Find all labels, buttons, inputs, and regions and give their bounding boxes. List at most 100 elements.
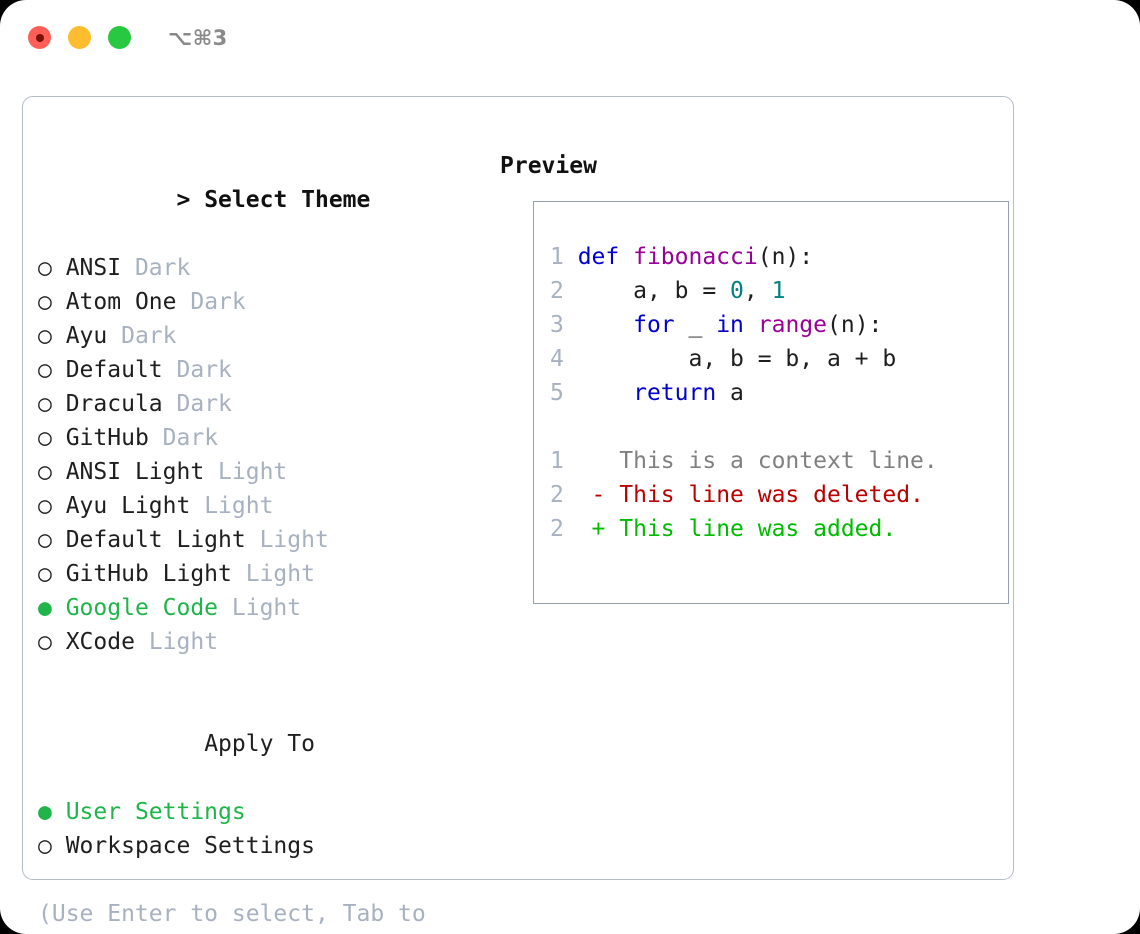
diff-text: This line was added. <box>619 516 897 542</box>
line-number: 3 <box>550 312 564 338</box>
diff-line-add: 2 + This line was added. <box>550 512 938 546</box>
radio-unselected-icon: ○ <box>38 255 52 281</box>
theme-name: GitHub <box>65 425 149 451</box>
radio-unselected-icon: ○ <box>38 391 52 417</box>
code-token: 1 <box>771 278 786 304</box>
theme-option-dracula[interactable]: ○ Dracula Dark <box>38 387 498 421</box>
theme-variant-tag: Light <box>148 629 219 655</box>
apply-to-label: Workspace Settings <box>65 833 315 859</box>
code-token: a, b = <box>577 278 731 304</box>
theme-option-ansi-light[interactable]: ○ ANSI Light Light <box>38 455 498 489</box>
radio-unselected-icon: ○ <box>38 561 52 587</box>
theme-name: ANSI <box>65 255 122 281</box>
radio-selected-icon: ● <box>38 595 52 621</box>
keyboard-shortcut-label: ⌥⌘3 <box>168 26 228 50</box>
radio-unselected-icon: ○ <box>38 357 52 383</box>
radio-unselected-icon: ○ <box>38 459 52 485</box>
focus-caret-icon: > <box>176 187 191 213</box>
theme-variant-tag: Dark <box>176 357 232 383</box>
code-token: (n): <box>757 244 814 270</box>
theme-option-xcode[interactable]: ○ XCode Light <box>38 625 498 659</box>
theme-option-default[interactable]: ○ Default Dark <box>38 353 498 387</box>
code-token: for <box>633 312 675 338</box>
theme-variant-tag: Dark <box>121 323 177 349</box>
theme-option-default-light[interactable]: ○ Default Light Light <box>38 523 498 557</box>
line-number: 2 <box>550 516 564 542</box>
theme-variant-tag: Dark <box>176 391 232 417</box>
line-number: 2 <box>550 482 564 508</box>
code-token: in <box>716 312 744 338</box>
theme-option-github[interactable]: ○ GitHub Dark <box>38 421 498 455</box>
theme-option-atom-one[interactable]: ○ Atom One Dark <box>38 285 498 319</box>
theme-variant-tag: Light <box>245 561 315 587</box>
code-line: 4 a, b = b, a + b <box>550 342 938 376</box>
diff-text: This is a context line. <box>619 448 938 474</box>
traffic-light-controls <box>28 26 131 49</box>
theme-name: ANSI Light <box>65 459 205 485</box>
theme-variant-tag: Dark <box>190 289 246 315</box>
theme-option-list[interactable]: ○ ANSI Dark○ Atom One Dark○ Ayu Dark○ De… <box>38 251 498 659</box>
apply-to-option-user-settings[interactable]: ● User Settings <box>38 795 498 829</box>
code-token: , <box>743 278 772 304</box>
preview-divider-gap <box>550 410 938 444</box>
diff-marker <box>592 448 606 474</box>
theme-name: Atom One <box>65 289 177 315</box>
diff-line-ctx: 1 This is a context line. <box>550 444 938 478</box>
apply-to-option-list[interactable]: ● User Settings○ Workspace Settings <box>38 795 498 863</box>
code-token <box>578 380 633 406</box>
code-line: 5 return a <box>550 376 938 410</box>
diff-marker: + <box>591 516 606 542</box>
maximize-window-button[interactable] <box>108 26 131 49</box>
radio-unselected-icon: ○ <box>38 425 52 451</box>
code-token: (n): <box>827 312 883 338</box>
line-number: 2 <box>550 278 564 304</box>
theme-name: Google Code <box>65 595 219 621</box>
code-token: range <box>757 312 827 338</box>
line-number: 1 <box>550 244 564 270</box>
theme-name: Ayu Light <box>65 493 191 519</box>
section-spacer <box>38 659 498 693</box>
radio-unselected-icon: ○ <box>38 527 52 553</box>
theme-option-ayu-light[interactable]: ○ Ayu Light Light <box>38 489 498 523</box>
radio-unselected-icon: ○ <box>38 323 52 349</box>
theme-option-ansi[interactable]: ○ ANSI Dark <box>38 251 498 285</box>
preview-heading: Preview <box>500 153 597 179</box>
code-token <box>578 312 633 338</box>
select-theme-title: Select Theme <box>204 187 371 213</box>
keyboard-hint-text: (Use Enter to select, Tab to change focu… <box>38 901 426 927</box>
code-line: 1 def fibonacci(n): <box>550 240 938 274</box>
close-window-button[interactable] <box>28 26 51 49</box>
content-panel: > Select Theme ○ ANSI Dark○ Atom One Dar… <box>22 96 1014 927</box>
theme-variant-tag: Light <box>259 527 329 553</box>
two-column-layout: > Select Theme ○ ANSI Dark○ Atom One Dar… <box>23 97 1013 927</box>
line-number: 1 <box>550 448 564 474</box>
diff-marker: - <box>591 482 606 508</box>
theme-option-google-code[interactable]: ● Google Code Light <box>38 591 498 625</box>
line-number: 5 <box>550 380 564 406</box>
theme-option-ayu[interactable]: ○ Ayu Dark <box>38 319 498 353</box>
theme-variant-tag: Light <box>231 595 302 621</box>
select-theme-heading: > Select Theme <box>38 149 498 251</box>
code-token: a, b = b, a + b <box>577 346 897 372</box>
line-number: 4 <box>550 346 564 372</box>
apply-to-heading: Apply To <box>38 693 498 795</box>
code-token <box>744 312 758 338</box>
theme-name: GitHub Light <box>65 561 232 587</box>
apply-to-option-workspace-settings[interactable]: ○ Workspace Settings <box>38 829 498 863</box>
theme-name: Dracula <box>65 391 163 417</box>
theme-variant-tag: Light <box>204 493 274 519</box>
radio-unselected-icon: ○ <box>38 289 52 315</box>
preview-column: Preview 1 def fibonacci(n):2 a, b = 0, 1… <box>500 149 1009 604</box>
minimize-window-button[interactable] <box>68 26 91 49</box>
theme-name: XCode <box>65 629 135 655</box>
radio-selected-icon: ● <box>38 799 52 825</box>
theme-option-github-light[interactable]: ○ GitHub Light Light <box>38 557 498 591</box>
theme-name: Default <box>65 357 163 383</box>
code-token: a <box>716 380 744 406</box>
theme-name: Ayu <box>65 323 108 349</box>
theme-variant-tag: Light <box>218 459 288 485</box>
code-token: _ <box>674 312 717 338</box>
